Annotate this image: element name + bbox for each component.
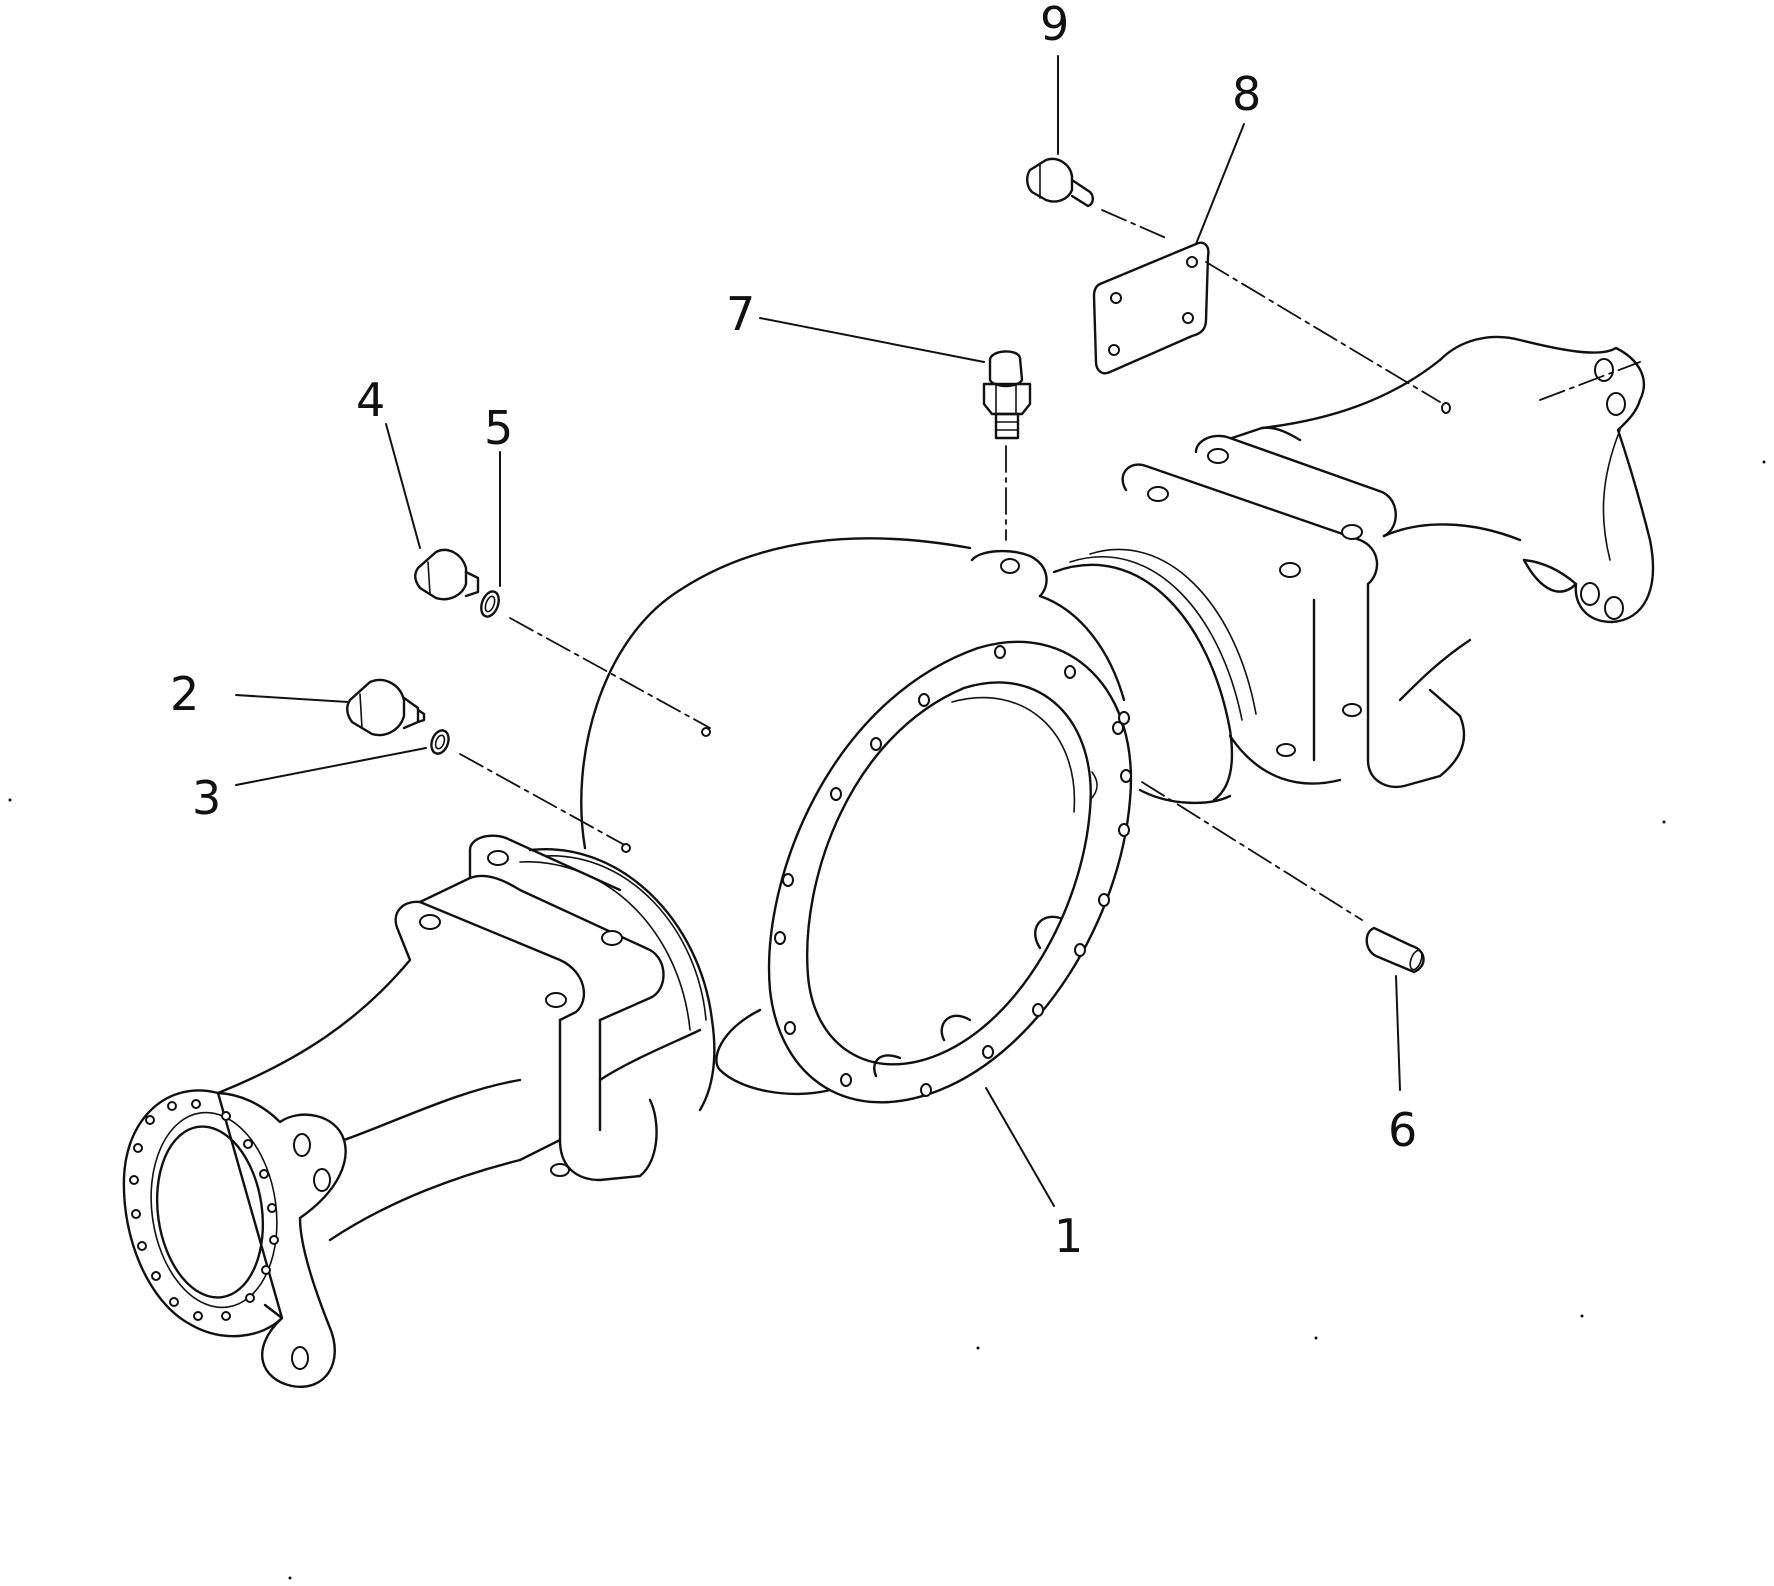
center-housing bbox=[580, 537, 1133, 1104]
ring-bolt-holes bbox=[774, 645, 1132, 1097]
plug-part-4 bbox=[414, 548, 480, 601]
scan-specks bbox=[8, 460, 1766, 1580]
callout-1: 1 bbox=[1054, 1209, 1083, 1263]
callout-5: 5 bbox=[484, 401, 513, 455]
pin-part-6 bbox=[1365, 926, 1425, 974]
callout-9: 9 bbox=[1040, 0, 1069, 51]
callout-4: 4 bbox=[356, 373, 385, 427]
leader-lines bbox=[235, 55, 1401, 1207]
callout-7: 7 bbox=[726, 287, 755, 341]
right-axle-arm bbox=[1052, 335, 1655, 805]
oring-part-3 bbox=[430, 729, 450, 755]
callout-8: 8 bbox=[1232, 67, 1261, 121]
bolt-part-9 bbox=[1026, 157, 1094, 208]
plug-part-2 bbox=[346, 678, 426, 737]
callout-3: 3 bbox=[192, 771, 221, 825]
breather-part-7 bbox=[982, 350, 1032, 440]
oring-part-5 bbox=[480, 590, 500, 618]
callout-2: 2 bbox=[170, 667, 199, 721]
assembly-center-lines bbox=[459, 209, 1641, 921]
left-flange-bolt-holes bbox=[129, 1099, 331, 1370]
cover-plate-part-8 bbox=[1092, 241, 1210, 375]
callout-labels: 1 2 3 4 5 6 7 8 9 bbox=[170, 0, 1417, 1263]
callout-6: 6 bbox=[1388, 1103, 1417, 1157]
left-axle-arm bbox=[122, 834, 716, 1388]
